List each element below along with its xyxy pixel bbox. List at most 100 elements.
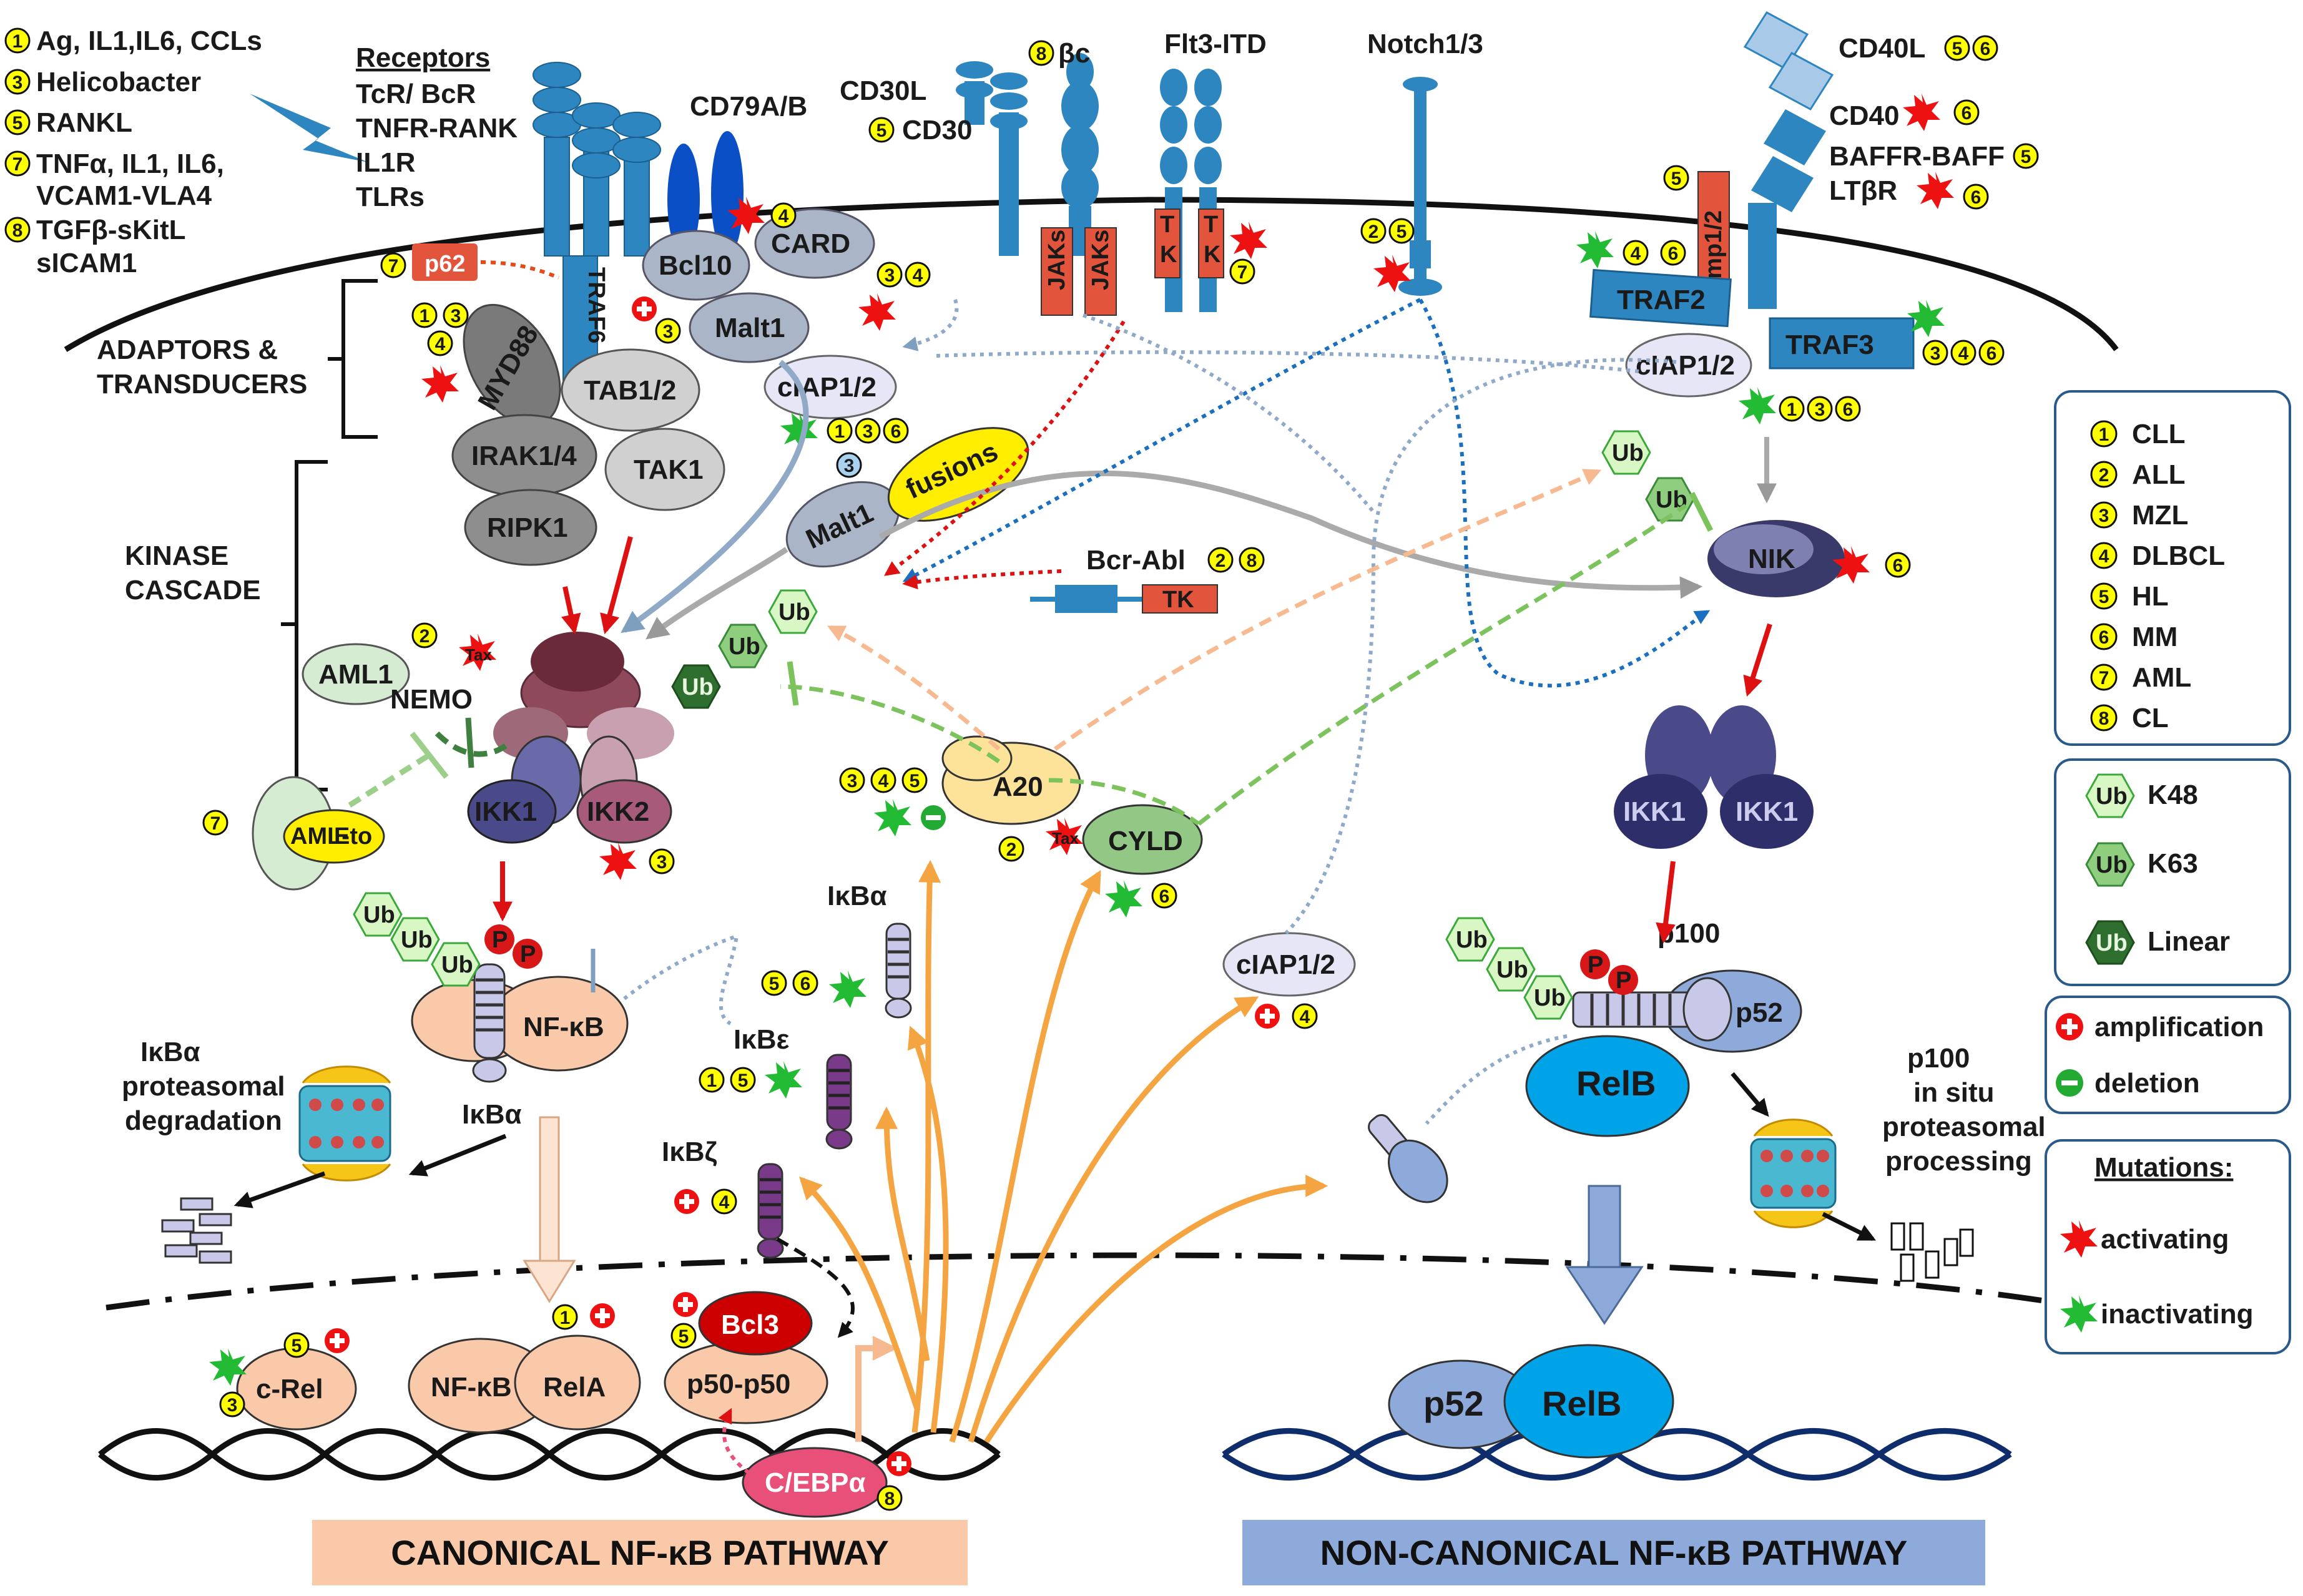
legend-disease-number: 1 bbox=[2099, 424, 2109, 445]
svg-text:Ub: Ub bbox=[2096, 783, 2128, 810]
svg-text:1: 1 bbox=[420, 306, 430, 326]
legend-disease-number: 8 bbox=[2099, 708, 2109, 729]
svg-text:AML1: AML1 bbox=[318, 659, 393, 690]
legend-disease-name: DLBCL bbox=[2132, 541, 2225, 571]
legend-disease-badge bbox=[2090, 501, 2118, 529]
p100-fragment-ikb bbox=[1368, 1114, 1448, 1203]
bcl3-p50: Bcl3 p50-p50 bbox=[664, 1291, 828, 1424]
svg-text:5: 5 bbox=[12, 113, 23, 134]
svg-text:IκBα: IκBα bbox=[462, 1099, 522, 1130]
svg-text:JAKs: JAKs bbox=[1088, 230, 1114, 290]
svg-text:8: 8 bbox=[885, 1489, 895, 1509]
svg-text:4: 4 bbox=[913, 265, 923, 286]
svg-text:TGFβ-sKitL: TGFβ-sKitL bbox=[36, 215, 186, 245]
fusions bbox=[887, 427, 1029, 522]
svg-text:1: 1 bbox=[560, 1308, 571, 1328]
legend-disease-badge bbox=[2090, 623, 2118, 650]
svg-text:4: 4 bbox=[1631, 243, 1641, 264]
svg-text:Ub: Ub bbox=[2096, 852, 2128, 878]
legend-disease-number: 4 bbox=[2099, 546, 2109, 567]
svg-text:CARD: CARD bbox=[771, 228, 850, 259]
svg-text:4: 4 bbox=[719, 1192, 730, 1213]
svg-text:NF-κB: NF-κB bbox=[431, 1372, 512, 1403]
p52-relb-nuclear: p52 RelB bbox=[1388, 1344, 1674, 1459]
svg-text:AML-: AML- bbox=[290, 823, 350, 849]
svg-text:K48: K48 bbox=[2148, 780, 2198, 810]
canonical-pathway-title: CANONICAL NF-κB PATHWAY bbox=[312, 1520, 968, 1585]
svg-text:proteasomal: proteasomal bbox=[1882, 1112, 2046, 1142]
canonical-translocation-arrow bbox=[523, 1116, 576, 1303]
svg-text:TRAF6: TRAF6 bbox=[583, 267, 609, 343]
svg-text:K: K bbox=[1204, 242, 1221, 268]
svg-text:2: 2 bbox=[1006, 840, 1017, 860]
svg-text:proteasomal: proteasomal bbox=[122, 1071, 285, 1102]
svg-text:K63: K63 bbox=[2148, 848, 2198, 879]
aml1 bbox=[302, 643, 410, 705]
svg-text:p62: p62 bbox=[425, 251, 465, 277]
cebpa bbox=[742, 1447, 888, 1518]
svg-text:P: P bbox=[520, 941, 536, 967]
svg-text:IκBε: IκBε bbox=[734, 1024, 790, 1055]
bcl10 bbox=[642, 230, 750, 301]
svg-text:degradation: degradation bbox=[125, 1105, 282, 1136]
legend-ub bbox=[2054, 758, 2291, 986]
svg-text:5: 5 bbox=[1952, 39, 1963, 59]
svg-text:3: 3 bbox=[657, 852, 667, 873]
legend-disease-name: ALL bbox=[2132, 459, 2186, 490]
svg-text:RelB: RelB bbox=[1542, 1384, 1622, 1423]
svg-text:6: 6 bbox=[1962, 103, 1972, 124]
svg-text:1: 1 bbox=[707, 1070, 717, 1091]
legend-disease-badge bbox=[2090, 542, 2118, 569]
svg-text:4: 4 bbox=[778, 206, 789, 227]
svg-text:TRAF2: TRAF2 bbox=[1617, 285, 1706, 315]
svg-text:NF-κB: NF-κB bbox=[523, 1012, 604, 1042]
lightning-icon bbox=[250, 94, 368, 162]
svg-text:5: 5 bbox=[769, 974, 780, 994]
svg-text:Mutations:: Mutations: bbox=[2094, 1152, 2233, 1183]
svg-text:Bcl10: Bcl10 bbox=[659, 250, 732, 281]
svg-text:CASCADE: CASCADE bbox=[125, 575, 261, 605]
svg-text:Ub: Ub bbox=[1496, 957, 1528, 983]
svg-text:2: 2 bbox=[1368, 222, 1379, 242]
legend-disease-name: AML bbox=[2132, 662, 2191, 693]
noncanonical-pathway-title: NON-CANONICAL NF-κB PATHWAY bbox=[1242, 1520, 1985, 1585]
svg-text:1: 1 bbox=[1787, 399, 1797, 420]
svg-text:βc: βc bbox=[1058, 38, 1090, 69]
svg-text:Eto: Eto bbox=[334, 823, 372, 849]
svg-text:CD40: CD40 bbox=[1829, 100, 1900, 131]
receptor-tcr-bcr bbox=[533, 62, 661, 257]
svg-text:3: 3 bbox=[1930, 343, 1941, 364]
svg-text:TcR/ BcR: TcR/ BcR bbox=[356, 79, 476, 109]
tab1-2 bbox=[561, 348, 700, 432]
svg-text:3: 3 bbox=[885, 265, 895, 286]
svg-text:Tax: Tax bbox=[1052, 829, 1079, 848]
svg-text:6: 6 bbox=[891, 421, 901, 442]
svg-text:TNFR-RANK: TNFR-RANK bbox=[356, 113, 518, 144]
legend-disease-name: MZL bbox=[2132, 500, 2188, 531]
svg-text:TRANSDUCERS: TRANSDUCERS bbox=[97, 369, 307, 399]
svg-text:Ag, IL1,IL6, CCLs: Ag, IL1,IL6, CCLs bbox=[36, 26, 262, 56]
svg-text:TLRs: TLRs bbox=[356, 182, 425, 212]
svg-text:amplification: amplification bbox=[2094, 1012, 2264, 1042]
svg-text:sICAM1: sICAM1 bbox=[36, 248, 137, 278]
legend-disease-name: MM bbox=[2132, 622, 2178, 652]
svg-text:3: 3 bbox=[12, 72, 23, 93]
svg-text:Ub: Ub bbox=[1456, 927, 1488, 953]
svg-text:Ub: Ub bbox=[2096, 930, 2128, 956]
svg-text:8: 8 bbox=[1036, 44, 1047, 64]
svg-text:P: P bbox=[1588, 952, 1603, 978]
svg-text:3: 3 bbox=[847, 771, 858, 791]
legend-disease-number: 2 bbox=[2099, 465, 2109, 486]
cell-membrane bbox=[64, 197, 2119, 352]
svg-text:VCAM1-VLA4: VCAM1-VLA4 bbox=[36, 180, 212, 211]
svg-text:T: T bbox=[1160, 212, 1174, 238]
svg-text:5: 5 bbox=[910, 771, 920, 791]
svg-text:3: 3 bbox=[863, 421, 873, 442]
svg-text:4: 4 bbox=[878, 771, 889, 791]
legend-disease-name: HL bbox=[2132, 581, 2169, 612]
legend-disease-name: CL bbox=[2132, 703, 2169, 733]
svg-text:TAK1: TAK1 bbox=[634, 454, 704, 485]
svg-text:LTβR: LTβR bbox=[1829, 175, 1897, 206]
svg-text:IKK1: IKK1 bbox=[474, 796, 537, 827]
